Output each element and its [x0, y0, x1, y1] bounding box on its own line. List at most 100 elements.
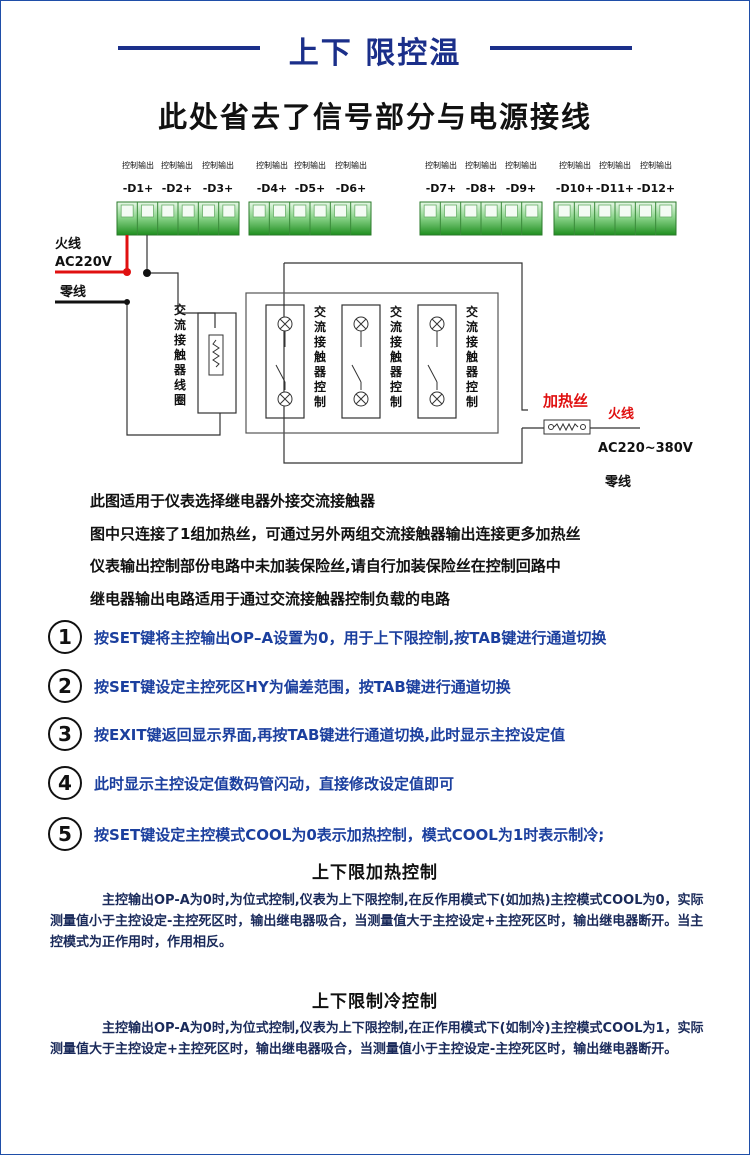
note-4: 继电器输出电路适用于通过交流接触器控制负载的电路	[90, 590, 451, 608]
coil-label-char: 圈	[174, 392, 186, 407]
coil-box	[197, 312, 237, 414]
neutral-node	[124, 299, 130, 305]
heater-label: 加热丝	[542, 392, 588, 410]
control-output-label: 控制输出	[559, 160, 591, 170]
control-output-label: 控制输出	[202, 160, 234, 170]
contact-label-char: 流	[314, 319, 326, 334]
wires	[55, 235, 640, 464]
contact-label-char: 触	[390, 349, 402, 364]
coil-label-char: 接	[174, 332, 186, 347]
step-number: 5	[48, 817, 82, 851]
heating-title: 上下限加热控制	[312, 863, 438, 883]
step-number: 4	[48, 766, 82, 800]
contact-2-box	[341, 304, 381, 419]
terminal-label: -D9+	[506, 182, 537, 195]
neutral-left-label: 零线	[59, 284, 86, 300]
step-text: 按EXIT键返回显示界面,再按TAB键进行通道切换,此时显示主控设定值	[94, 726, 566, 744]
contact-label-char: 制	[314, 394, 326, 409]
contact-label-char: 器	[389, 365, 403, 379]
control-node	[143, 269, 151, 277]
subtitle: 此处省去了信号部分与电源接线	[157, 100, 592, 134]
step-1: 1 按SET键将主控输出OP–A设置为0，用于上下限控制,按TAB键进行通道切换	[48, 620, 748, 656]
contact-label-char: 流	[390, 319, 402, 334]
control-output-label: 控制输出	[505, 160, 537, 170]
contactor-top-wire	[284, 262, 523, 390]
heater-element	[543, 419, 591, 435]
live-control-wire	[146, 235, 216, 328]
contact-label-char: 接	[466, 334, 478, 349]
coil-label-char: 交	[174, 302, 186, 317]
cooling-title: 上下限制冷控制	[312, 992, 438, 1012]
contact-label-char: 制	[466, 394, 478, 409]
cooling-body: 主控输出OP-A为0时,为位式控制,仪表为上下限控制,在正作用模式下(如制冷)主…	[50, 1021, 704, 1057]
coil-label-char: 流	[174, 317, 186, 332]
terminal-label: -D3+	[203, 182, 234, 195]
coil-label-char: 器	[173, 363, 187, 377]
step-3: 3 按EXIT键返回显示界面,再按TAB键进行通道切换,此时显示主控设定值	[48, 717, 748, 753]
terminal-label: -D5+	[295, 182, 326, 195]
wiring-diagram: 控制输出 -D1+ 控制输出 -D2+ 控制输出 -D3+ 控制输出 -D4+ 控制输出 -D5+…	[55, 160, 693, 490]
terminal-label: -D8+	[466, 182, 497, 195]
ac-left-label: AC220V	[55, 255, 112, 270]
contact-label-char: 器	[313, 365, 327, 379]
terminal-blocks: 控制输出 -D1+ 控制输出 -D2+ 控制输出 -D3+ 控制输出 -D4+ 控制输出 -D5+…	[116, 160, 677, 236]
step-4: 4 此时显示主控设定值数码管闪动，直接修改设定值即可	[48, 766, 748, 802]
terminal-label: -D2+	[162, 182, 193, 195]
step-5: 5 按SET键设定主控模式COOL为0表示加热控制，模式COOL为1时表示制冷;	[48, 817, 748, 853]
terminal-label: -D1+	[123, 182, 154, 195]
neutral-wire	[55, 301, 221, 436]
step-text: 按SET键将主控输出OP–A设置为0，用于上下限控制,按TAB键进行通道切换	[94, 629, 607, 647]
step-number: 1	[48, 620, 82, 654]
ac-right-label: AC220~380V	[598, 441, 693, 456]
step-text: 按SET键设定主控死区HY为偏差范围，按TAB键进行通道切换	[94, 678, 511, 696]
contact-label-char: 交	[314, 304, 326, 319]
contactor-bottom-wire	[283, 418, 523, 464]
control-output-label: 控制输出	[335, 160, 367, 170]
note-2: 图中只连接了1组加热丝，可通过另外两组交流接触器输出连接更多加热丝	[90, 525, 581, 543]
step-text: 按SET键设定主控模式COOL为0表示加热控制，模式COOL为1时表示制冷;	[94, 826, 605, 844]
control-output-label: 控制输出	[640, 160, 672, 170]
step-2: 2 按SET键设定主控死区HY为偏差范围，按TAB键进行通道切换	[48, 669, 748, 705]
control-output-label: 控制输出	[294, 160, 326, 170]
terminal-label: -D6+	[336, 182, 367, 195]
header-line-left	[118, 46, 260, 50]
control-output-label: 控制输出	[161, 160, 193, 170]
control-output-label: 控制输出	[122, 160, 154, 170]
heater-feed-wire	[521, 390, 528, 411]
header: 上下 限控温	[0, 22, 750, 72]
contact-label-char: 接	[390, 334, 402, 349]
neutral-right-label: 零线	[604, 474, 631, 490]
heating-body: 主控输出OP-A为0时,为位式控制,仪表为上下限控制,在反作用模式下(如加热)主…	[50, 893, 704, 950]
contact-label-char: 触	[466, 349, 478, 364]
contact-label-char: 流	[466, 319, 478, 334]
live-node	[123, 268, 131, 276]
contact-label-char: 接	[314, 334, 326, 349]
coil-label-char: 触	[174, 347, 186, 362]
step-number: 2	[48, 669, 82, 703]
terminal-label: -D11+	[596, 182, 634, 195]
contact-label-char: 触	[314, 349, 326, 364]
control-output-label: 控制输出	[465, 160, 497, 170]
contact-label-char: 器	[465, 365, 479, 379]
terminal-label: -D4+	[257, 182, 288, 195]
contact-label-char: 控	[466, 379, 478, 394]
live-right-label: 火线	[608, 406, 634, 422]
contact-label-char: 控	[314, 379, 326, 394]
header-line-right	[490, 46, 632, 50]
page-title: 上下 限控温	[288, 36, 462, 71]
control-output-label: 控制输出	[256, 160, 288, 170]
heating-text: 主控输出OP-A为0时,为位式控制,仪表为上下限控制,在反作用模式下(如加热)主…	[50, 890, 715, 953]
contact-label-char: 制	[390, 394, 402, 409]
live-left-label: 火线	[55, 236, 81, 252]
note-1: 此图适用于仪表选择继电器外接交流接触器	[90, 492, 376, 510]
step-text: 此时显示主控设定值数码管闪动，直接修改设定值即可	[94, 775, 455, 793]
contact-label-char: 交	[390, 304, 402, 319]
terminal-label: -D7+	[426, 182, 457, 195]
step-number: 3	[48, 717, 82, 751]
cooling-text: 主控输出OP-A为0时,为位式控制,仪表为上下限控制,在正作用模式下(如制冷)主…	[50, 1018, 715, 1060]
contact-3-box	[417, 304, 457, 419]
contact-1-box	[265, 304, 305, 419]
coil-symbol	[208, 334, 224, 376]
